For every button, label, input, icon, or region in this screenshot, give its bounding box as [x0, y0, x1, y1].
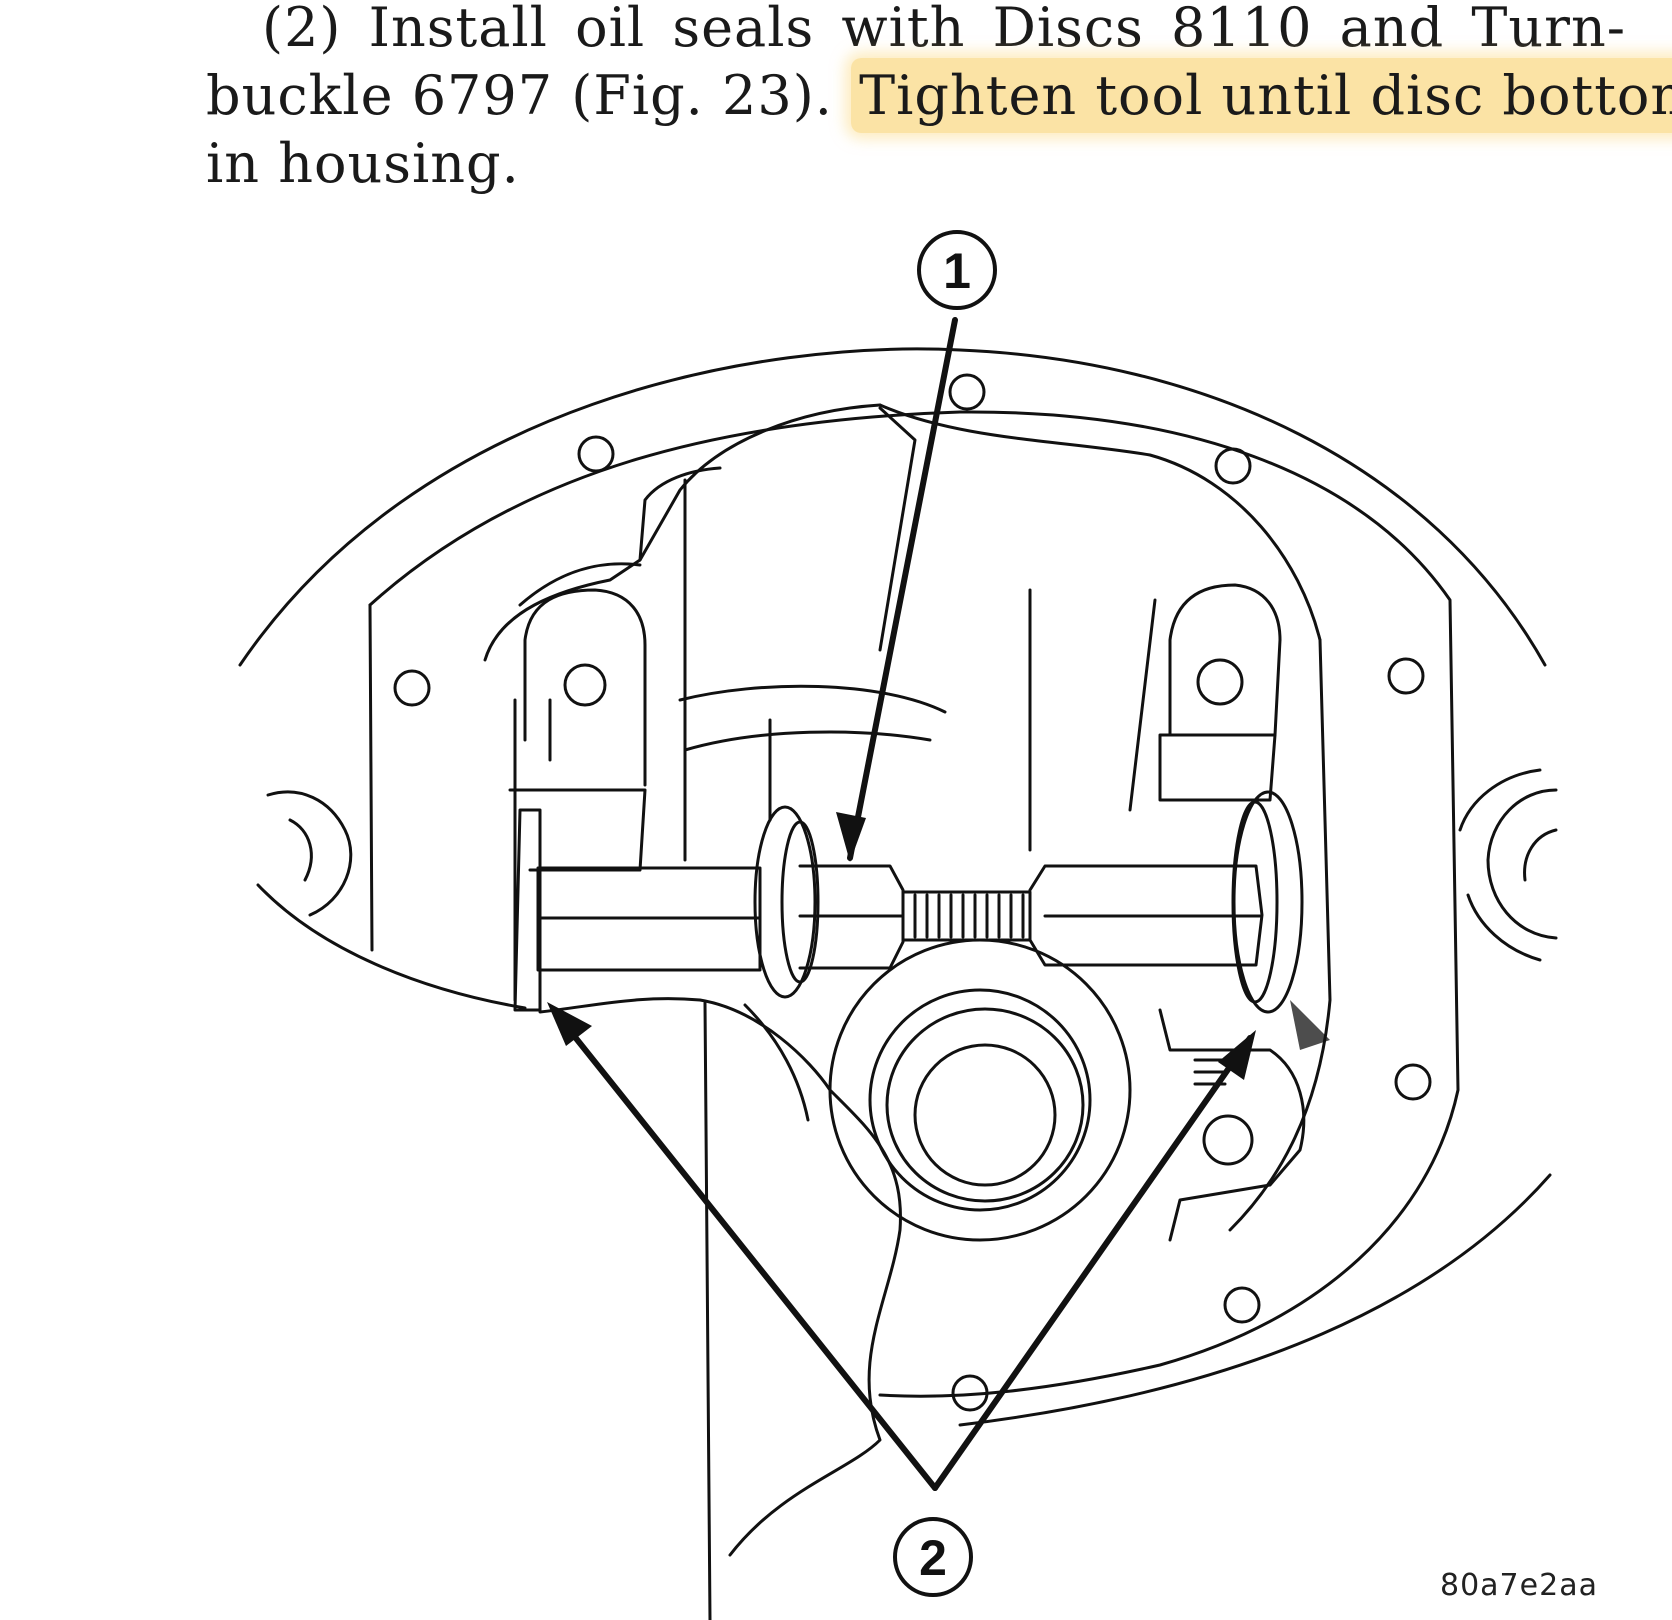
bolt-hole	[393, 669, 431, 707]
right-disc-outer	[1232, 790, 1304, 1014]
callout-2-label: 2	[919, 1530, 947, 1586]
axle-bore-mid	[868, 988, 1092, 1212]
housing-outline	[238, 347, 1547, 667]
left-cap-block	[508, 788, 647, 872]
right-bearing-cap	[1168, 583, 1282, 737]
carrier-inner-left	[518, 562, 642, 607]
tool-left-bar	[536, 866, 762, 972]
left-disc-inner	[780, 820, 820, 984]
right-ear	[1486, 788, 1558, 940]
highlighted-text: Tighten tool until disc bottoms	[851, 58, 1672, 133]
callout-2-arrowhead-right	[1218, 1030, 1256, 1080]
cursor-mark	[1290, 1000, 1330, 1050]
carrier-ledge	[678, 684, 947, 714]
cap-bolt-hole	[1196, 658, 1244, 706]
carrier-line	[1128, 598, 1157, 812]
right-ear-inner	[1523, 828, 1558, 882]
left-ear-inner	[288, 818, 313, 882]
turnbuckle-right-nut	[1028, 864, 1264, 967]
bolt-hole	[1214, 447, 1252, 485]
instruction-line-2: buckle 6797 (Fig. 23). Tighten tool unti…	[206, 58, 1672, 133]
carrier-left-wall	[483, 466, 722, 662]
carrier-right-wall	[1228, 638, 1332, 1232]
hand-inner	[743, 1003, 810, 1122]
tool-left-plate	[513, 808, 542, 1012]
callout-2-arrowhead-left	[547, 1002, 592, 1046]
instruction-line-2-text: buckle 6797 (Fig. 23).	[206, 64, 852, 127]
right-cap-block	[1158, 733, 1277, 802]
callout-1-leader	[847, 317, 958, 861]
hand	[538, 997, 902, 1557]
axle-bore-lip	[885, 1007, 1085, 1203]
callout-2-leader-left	[552, 1009, 938, 1491]
axle-bore-outer	[828, 938, 1132, 1242]
left-ear	[266, 790, 353, 917]
callout-2-leader-right	[932, 1035, 1253, 1491]
carrier-ledge-2	[683, 730, 932, 752]
carrier-inner-curve	[878, 403, 1322, 642]
carrier-top	[638, 403, 882, 562]
hand-back	[703, 1001, 712, 1620]
bolt-hole	[1223, 1286, 1261, 1324]
left-disc	[753, 805, 817, 999]
flange-left	[368, 603, 374, 952]
axle-bore-inner	[913, 1043, 1057, 1187]
housing-left-lower	[256, 883, 527, 1010]
right-disc	[1231, 800, 1279, 1004]
bolt-hole	[948, 373, 986, 411]
bolt-hole	[1387, 657, 1425, 695]
cap-bolt-hole	[563, 663, 607, 707]
bolt-hole	[951, 1374, 989, 1412]
figure-id-label: 80a7e2aa	[1440, 1568, 1598, 1603]
right-ear-outer-2	[1466, 893, 1542, 962]
callout-2-circle	[893, 1517, 973, 1597]
instruction-line-1: (2) Install oil seals with Discs 8110 an…	[262, 0, 1626, 59]
carrier-boss-top	[878, 406, 917, 652]
instruction-line-3: in housing.	[206, 132, 520, 195]
housing-lower-outline	[958, 1173, 1552, 1427]
flange-line	[368, 410, 1460, 1398]
callout-1-arrowhead	[836, 812, 866, 862]
instruction-paragraph: (2) Install oil seals with Discs 8110 an…	[206, 0, 1672, 198]
right-cap-lower	[1158, 1008, 1306, 1242]
bolt-hole	[577, 435, 615, 473]
bolt-hole	[1394, 1063, 1432, 1101]
right-ear-outer	[1458, 768, 1542, 832]
left-bearing-cap	[523, 588, 647, 787]
callout-1-label: 1	[943, 243, 971, 299]
callout-1-circle	[917, 230, 997, 310]
thread-lines	[913, 893, 1025, 939]
cap-bolt-hole	[1202, 1114, 1254, 1166]
